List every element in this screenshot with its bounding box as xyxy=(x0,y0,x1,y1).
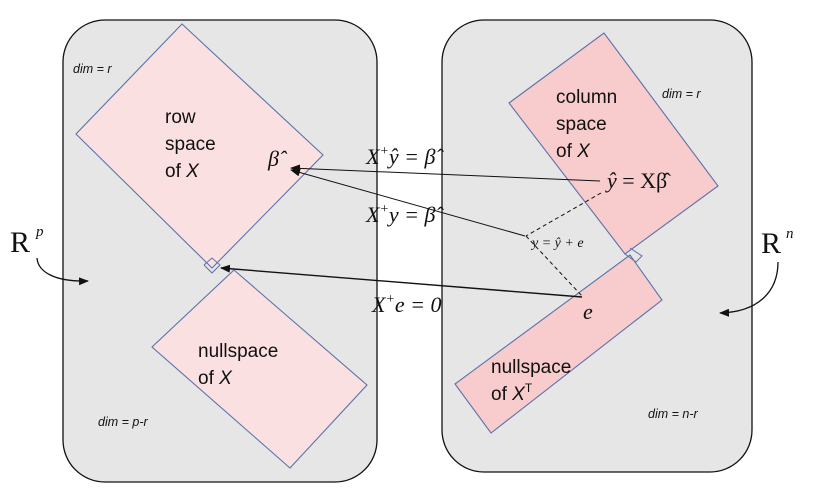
y-equation: y = ŷ + e xyxy=(530,236,584,251)
rn-label: R xyxy=(761,227,781,260)
right-nullspace-line1: nullspace xyxy=(491,357,571,378)
row-space-line2: space xyxy=(165,134,216,155)
right-nullspace-dim: dim = n-r xyxy=(648,407,699,421)
left-nullspace-line2: of X xyxy=(198,368,233,389)
e-label: e xyxy=(583,299,593,324)
left-nullspace-region xyxy=(151,269,368,469)
arrow-e-to-zero xyxy=(220,264,583,298)
left-right-angle-marker xyxy=(203,257,221,274)
right-nullspace-region xyxy=(454,254,663,434)
map-pinv-y: X+y = β̂ xyxy=(365,202,444,227)
yhat-equation: ŷ = Xβ̂ xyxy=(605,168,671,193)
right-right-angle-marker xyxy=(624,247,643,263)
column-space-dim: dim = r xyxy=(662,87,701,101)
arrow-yhat-to-betahat xyxy=(290,164,601,182)
rp-exponent: p xyxy=(35,224,44,240)
map-pinv-e: X+e = 0 xyxy=(371,292,442,317)
left-nullspace-line1: nullspace xyxy=(198,341,278,362)
row-space-region xyxy=(75,23,324,269)
row-space-line1: row xyxy=(165,107,196,128)
rp-curved-arrow xyxy=(36,257,89,286)
rn-curved-arrow xyxy=(719,261,779,317)
left-nullspace-dim: dim = p-r xyxy=(98,415,149,429)
column-space-line2: space xyxy=(556,114,607,135)
column-space-line3: of X xyxy=(556,141,591,162)
dashed-yhat-to-y xyxy=(525,192,602,237)
column-space-region xyxy=(508,32,719,255)
right-nullspace-line2: of XT xyxy=(491,381,533,405)
rp-label: R xyxy=(10,226,30,259)
map-pinv-yhat: X+ŷ = β̂ xyxy=(365,144,444,169)
arrow-y-to-betahat xyxy=(290,168,526,237)
row-space-dim: dim = r xyxy=(73,62,112,76)
rn-exponent: n xyxy=(786,226,794,242)
row-space-line3: of X xyxy=(165,161,200,182)
column-space-line1: column xyxy=(556,87,617,108)
